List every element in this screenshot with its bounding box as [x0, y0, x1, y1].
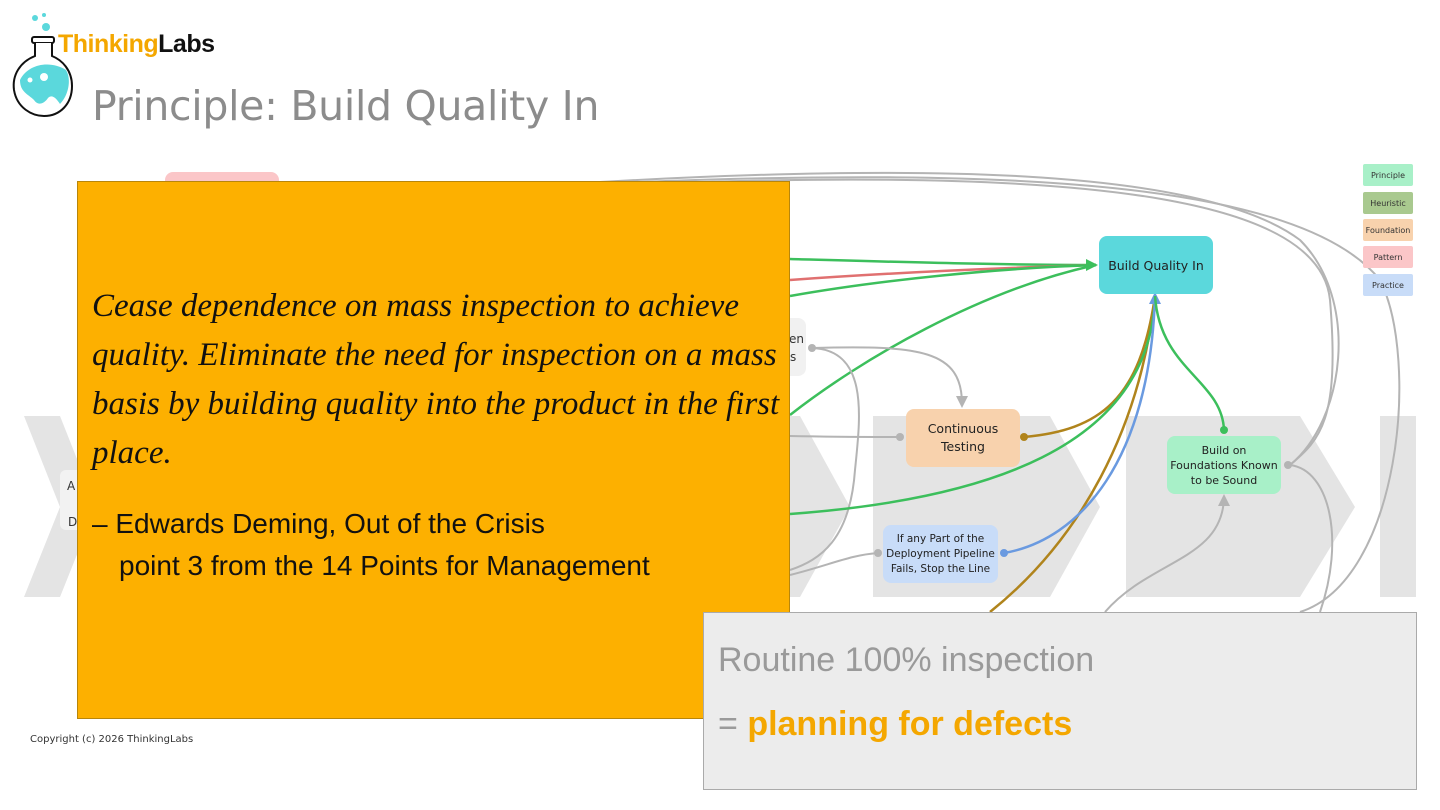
quote-attribution-source: point 3 from the 14 Points for Managemen… — [119, 550, 650, 581]
node-continuous-testing-line2: Testing — [941, 439, 985, 454]
logo-flask-icon — [12, 13, 74, 118]
node-build-on-foundations: Build on Foundations Known to be Sound — [1167, 436, 1281, 494]
partial-left-label-2: D — [68, 515, 78, 529]
node-build-on-foundations-line3: to be Sound — [1190, 473, 1258, 487]
partial-left-label-1: A — [67, 479, 76, 493]
callout-line-2: = planning for defects — [718, 705, 1072, 744]
copyright-text: Copyright (c) 2026 ThinkingLabs — [30, 734, 194, 745]
callout-prefix: = — [718, 705, 748, 743]
callout-box: Routine 100% inspection = planning for d… — [703, 612, 1417, 790]
legend-heuristic: Heuristic — [1363, 192, 1413, 214]
quote-text: Cease dependence on mass inspection to a… — [92, 288, 780, 471]
callout-line-1: Routine 100% inspection — [718, 641, 1095, 679]
callout-highlight: planning for defects — [747, 705, 1073, 743]
stage-chevron-5 — [1380, 416, 1416, 597]
slide-title: Principle: Build Quality In — [92, 82, 600, 130]
logo-wordmark: ThinkingLabs — [58, 30, 215, 58]
node-build-on-foundations-line2: Foundations Known — [1170, 458, 1278, 472]
node-stop-the-line-line3: Fails, Stop the Line — [890, 562, 991, 575]
legend-foundation: Foundation — [1363, 219, 1413, 241]
node-stop-the-line-line2: Deployment Pipeline — [886, 547, 995, 560]
partial-node-label-1: en — [789, 332, 804, 346]
node-build-quality-in: Build Quality In — [1099, 236, 1213, 294]
node-continuous-testing-line1: Continuous — [927, 421, 999, 436]
stage-chevron-2 — [790, 416, 850, 597]
node-stop-the-line-line1: If any Part of the — [896, 532, 985, 545]
legend-pattern: Pattern — [1363, 246, 1413, 268]
legend-principle: Principle — [1363, 164, 1413, 186]
legend-practice: Practice — [1363, 274, 1413, 296]
quote-box: Cease dependence on mass inspection to a… — [77, 181, 790, 719]
node-stop-the-line: If any Part of the Deployment Pipeline F… — [883, 525, 998, 583]
quote-attribution-author: – Edwards Deming, Out of the Crisis — [92, 508, 545, 539]
node-build-on-foundations-line1: Build on — [1201, 443, 1247, 457]
partial-node-label-2: s — [790, 350, 797, 364]
node-continuous-testing: Continuous Testing — [906, 409, 1020, 467]
